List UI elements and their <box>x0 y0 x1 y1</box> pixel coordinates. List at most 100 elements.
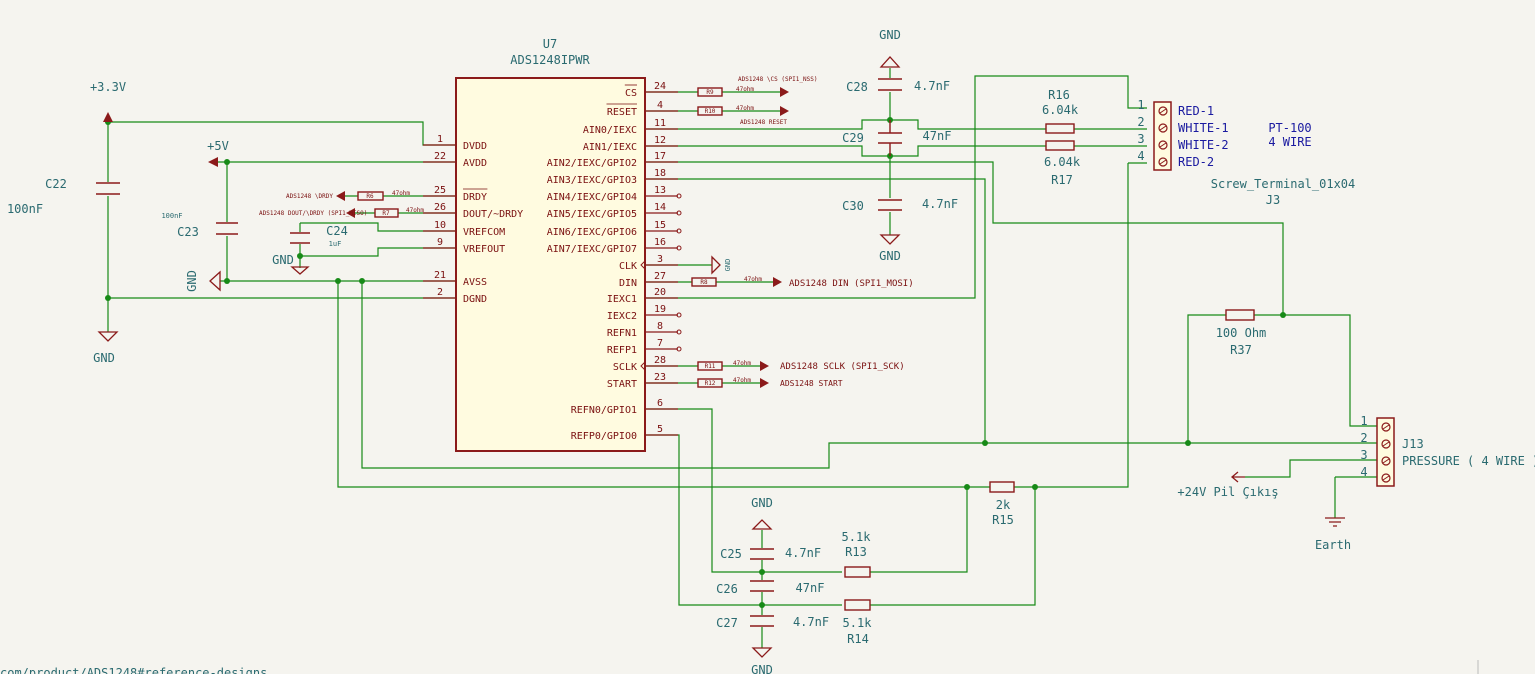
res-r16[interactable]: R16 6.04k <box>1042 88 1079 134</box>
pin-number: 2 <box>437 287 443 298</box>
res-r37[interactable]: 100 Ohm R37 <box>1216 309 1267 357</box>
no-connect-icon <box>676 329 682 335</box>
pin-number: 15 <box>654 220 666 231</box>
cap-value: 4.7nF <box>793 615 829 629</box>
j3-value: Screw_Terminal_01x04 <box>1211 177 1356 191</box>
res-r12[interactable]: R12 47ohm <box>697 377 751 388</box>
screw-slot <box>1382 475 1390 481</box>
res-value: 47ohm <box>406 207 424 214</box>
screw-icon <box>1158 123 1168 133</box>
net-arrow-icon <box>760 361 769 371</box>
res-r17[interactable]: 6.04k R17 <box>1044 140 1081 187</box>
pin-number: 26 <box>434 202 446 213</box>
terminal-pin-number: 3 <box>1360 448 1367 462</box>
pin-number: 21 <box>434 270 446 281</box>
res-r10[interactable]: R10 47ohm <box>697 105 754 116</box>
pin-name: REFN1 <box>607 328 637 339</box>
res-value: 6.04k <box>1044 155 1081 169</box>
res-value: 47ohm <box>733 377 751 384</box>
pin-name: AIN1/IEXC <box>583 142 637 153</box>
res-r11[interactable]: R11 47ohm <box>697 360 751 371</box>
pin-number: 18 <box>654 168 666 179</box>
cap-c24[interactable]: C24 1uF <box>290 224 348 248</box>
res-r7[interactable]: R7 47ohm <box>374 207 424 218</box>
res-r9[interactable]: R9 47ohm <box>697 86 754 97</box>
resistor-icon <box>374 208 399 218</box>
cap-c22[interactable]: C22 100nF <box>7 177 120 216</box>
pin-number: 27 <box>654 271 666 282</box>
gnd-label: GND <box>879 28 901 42</box>
pin-name: AIN3/IEXC/GPIO3 <box>547 175 637 186</box>
res-r6[interactable]: R6 47ohm <box>357 190 410 201</box>
pin-number: 19 <box>654 304 666 315</box>
gnd-label: GND <box>751 663 773 674</box>
cap-value: 100nF <box>7 202 43 216</box>
earth: Earth <box>1315 517 1351 552</box>
net-arrow-icon <box>780 87 789 97</box>
pt100-note: 4 WIRE <box>1268 135 1311 149</box>
cap-c25[interactable]: C25 4.7nF <box>720 546 821 561</box>
capacitor-icon <box>878 78 902 91</box>
pin-number: 5 <box>657 424 663 435</box>
res-value: 47ohm <box>392 190 410 197</box>
cap-c28[interactable]: C28 4.7nF <box>846 78 950 94</box>
j3-ref: J3 <box>1266 193 1280 207</box>
res-value: 2k <box>996 498 1011 512</box>
screw-slot <box>1382 458 1390 464</box>
pin-name: REFP0/GPIO0 <box>571 431 637 442</box>
net-start-label: ADS1248 START <box>780 379 843 388</box>
cap-c23[interactable]: C23 100nF <box>161 212 238 239</box>
resistor-icon <box>697 87 723 97</box>
capacitor-icon <box>750 615 774 627</box>
cap-c29[interactable]: C29 47nF <box>842 120 951 156</box>
power-5v: +5V <box>207 139 229 167</box>
pin-name: AVSS <box>463 277 487 288</box>
screw-icon <box>1381 422 1391 432</box>
res-r14[interactable]: 5.1k R14 <box>843 599 873 646</box>
capacitor-icon <box>290 232 310 244</box>
pin-number: 13 <box>654 185 666 196</box>
cap-value: 4.7nF <box>914 79 950 93</box>
no-connect-icon <box>676 228 682 234</box>
res-value: 5.1k <box>843 616 873 630</box>
res-r8[interactable]: R8 47ohm <box>691 276 762 287</box>
gnd-avss: GND <box>185 270 221 292</box>
wire-color-label: WHITE-2 <box>1178 138 1229 152</box>
net-arrow-icon <box>346 208 355 218</box>
res-ref: R14 <box>847 632 869 646</box>
capacitor-icon <box>750 548 774 560</box>
res-ref: R15 <box>992 513 1014 527</box>
res-r15[interactable]: 2k R15 <box>989 481 1015 527</box>
cap-c27[interactable]: C27 4.7nF <box>716 615 829 630</box>
cap-c30[interactable]: C30 4.7nF <box>842 197 958 213</box>
no-connect-icon <box>676 210 682 216</box>
net-cs-label: ADS1248 \CS (SPI1_NSS) <box>738 76 817 83</box>
cap-c26[interactable]: C26 47nF <box>716 580 824 596</box>
pin-name: REFP1 <box>607 345 637 356</box>
pin-name: IEXC1 <box>607 294 637 305</box>
gnd-left: GND <box>93 331 119 365</box>
pin-number: 1 <box>437 134 443 145</box>
screw-icon <box>1158 106 1168 116</box>
screw-slot <box>1159 108 1167 114</box>
res-ref: R9 <box>706 89 714 96</box>
res-ref: R8 <box>700 279 708 286</box>
res-value: 5.1k <box>842 530 872 544</box>
screw-slot <box>1382 424 1390 430</box>
ic-u7[interactable]: U7 ADS1248IPWR 1DVDD22AVDD25DRDY26DOUT/~… <box>423 37 682 452</box>
power-arrow-icon <box>103 112 113 122</box>
wire-color-label: RED-2 <box>1178 155 1214 169</box>
res-r13[interactable]: 5.1k R13 <box>842 530 872 578</box>
gnd-c25: GND <box>751 496 773 530</box>
cap-value: 47nF <box>923 129 952 143</box>
res-value: 6.04k <box>1042 103 1079 117</box>
